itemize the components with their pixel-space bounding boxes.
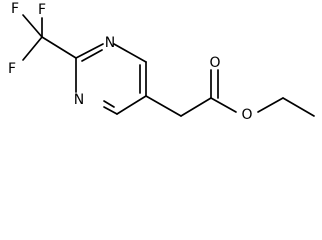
bond-lines [22,14,315,117]
bond-c5-c4 [116,95,147,115]
bond-n1-c6 [113,43,147,63]
bond-cf3-pyrimidine [41,36,77,59]
bond-c-f-upper-left [22,14,43,38]
ester-oxygen-label: O [241,107,252,123]
fluorine-label-upper-left: F [11,1,19,17]
bond-ch2-carbonyl-carbon [180,97,212,117]
bond-ester-o-ch2 [257,97,284,113]
bond-c4-n3-double [103,100,115,108]
atom-labels: F F F N N O O [8,1,253,123]
carbonyl-oxygen-label: O [209,55,220,71]
bond-c4-n3 [103,106,118,115]
bond-c-f-left [22,36,43,61]
bond-c2-n1-double [81,49,103,62]
nitrogen-label-upper: N [105,35,115,51]
bond-ring-ch2 [145,95,182,117]
bond-ethyl [282,97,315,117]
bond-c2-n1 [75,43,104,59]
fluorine-label-top: F [38,2,46,18]
bond-carbonyl-c-ester-o [210,97,237,113]
chemical-structure-diagram: F F F N N O O [8,1,315,123]
nitrogen-label-lower: N [74,92,84,108]
fluorine-label-lower-left: F [8,61,16,77]
